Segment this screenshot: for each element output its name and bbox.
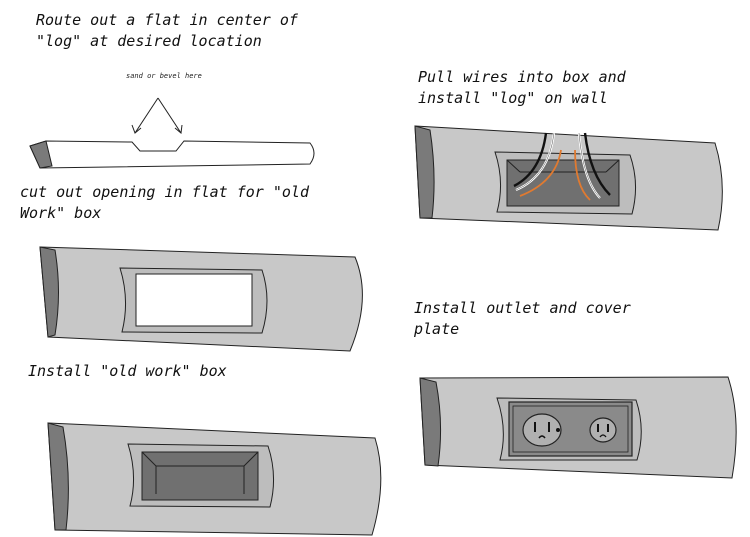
log-cut-opening: [39, 246, 363, 352]
step-cut-opening-caption: cut out opening in flat for "old Work" b…: [20, 183, 309, 222]
step-install-box-caption: Install "old work" box: [28, 362, 227, 380]
log-with-box: [47, 422, 382, 536]
log-with-wires: [414, 125, 723, 231]
log-with-outlet: [419, 376, 737, 479]
step-route-flat-caption: Route out a flat in center of "log" at d…: [36, 11, 298, 50]
log-flat-sketch: [29, 140, 315, 169]
step-pull-wires-caption: Pull wires into box and install "log" on…: [418, 68, 626, 107]
duplex-receptacle: [522, 413, 617, 447]
step-install-outlet-caption: Install outlet and cover plate: [414, 299, 631, 338]
sand-or-bevel-note: sand or bevel here: [126, 72, 202, 80]
wire-bundle: [513, 132, 611, 201]
bevel-arrows: [131, 97, 183, 134]
